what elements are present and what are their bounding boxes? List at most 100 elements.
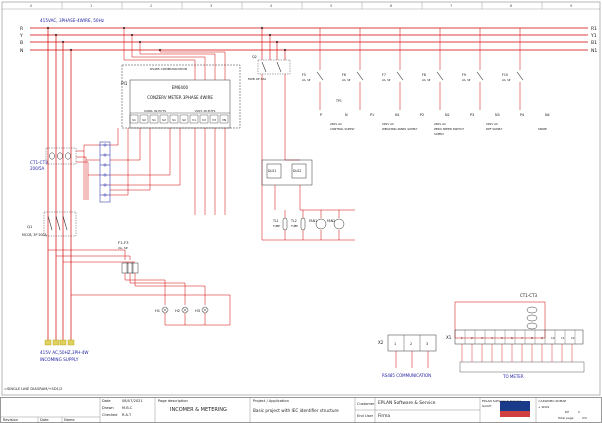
tb-end-user-label: End User — [357, 414, 374, 418]
fan-symbol — [333, 218, 345, 230]
mcb-tag: F5 — [302, 73, 306, 77]
lamp-type: TUBE — [273, 224, 280, 228]
ct-ratio: 200/5A — [30, 166, 45, 171]
mccb-tag: Q1 — [27, 224, 33, 229]
meter-block-pin: 6 — [511, 336, 513, 340]
mcb-contact — [476, 71, 484, 81]
dl2-label: DLS2 — [293, 169, 301, 173]
load-name: CONTROL SUPPLY — [330, 127, 355, 131]
load-name-2: SUPPLY — [434, 132, 444, 136]
meter-block-label: TO METER — [502, 374, 524, 379]
ct-block: CT1-CT3 200/5A — [30, 147, 77, 171]
mcb-rating: 2A, SP — [502, 78, 511, 82]
mccb-rating: MCCB, 3P 200A — [22, 233, 47, 237]
meter-block-pin: 8 — [531, 336, 533, 340]
meter-current-inputs: CURR. IN PUTS — [144, 109, 166, 113]
rs485-pin-3: 3 — [426, 342, 428, 346]
tb-customer-label: Customer — [357, 402, 375, 406]
tb-total: 2/3 — [582, 416, 587, 420]
ct-tag: CT1-CT3 — [30, 160, 48, 165]
bus-label-y: Y — [19, 33, 23, 39]
meter-desc: CONZERV METER 3PHASE 4WIRE — [147, 95, 213, 100]
tb-id-1: =A4WDMC-SDMAP — [538, 399, 567, 403]
column-number: 4 — [270, 4, 273, 8]
mcb-contact — [516, 71, 524, 81]
outgoing-terminal: P1 — [370, 113, 374, 117]
mcb-contact — [316, 71, 324, 81]
meter-block-pin: 7 — [521, 336, 523, 340]
load-name: WEIGHING PANEL SUPPLY — [382, 127, 418, 131]
meter-terminal-label: S2 — [142, 118, 146, 122]
fuses-tag: F1-F3 — [118, 240, 129, 245]
tb-checked-value: R.A.T — [122, 413, 132, 417]
tb-page-no: 2 — [578, 410, 580, 414]
tb-id-2: + SD01 — [538, 405, 550, 409]
incoming-line2: INCOMING SUPPLY — [40, 357, 79, 362]
meter-block-pin: 3 — [481, 336, 483, 340]
fan-symbol — [315, 218, 327, 230]
load-voltage: 240V AC — [486, 122, 498, 126]
column-number: 1 — [90, 4, 92, 8]
load-name: SPARE — [538, 127, 547, 131]
title-block: =SINGLE LINE DIAGRAM/+SD1/2 Revision Dat… — [0, 387, 602, 423]
mccb-q1: Q1 MCCB, 3P 200A — [22, 211, 77, 237]
mcb-tag: F10 — [502, 73, 508, 77]
indicator-tag: H3 — [195, 309, 200, 313]
mcb-rating: 2A, SP — [302, 78, 311, 82]
outgoing-terminal: P2 — [420, 113, 424, 117]
meter-block-pin: 11 — [561, 336, 565, 340]
fuses-rating: 2A, SP — [118, 246, 128, 250]
load-voltage: 240V AC — [330, 122, 342, 126]
bus-label-b: B — [20, 40, 23, 46]
tb-company-sub: GmbH — [482, 404, 492, 408]
mcb-rating: 2A, SP — [422, 78, 431, 82]
tb-total-label: Total page — [558, 416, 574, 420]
tb-revision: Revision — [3, 418, 19, 422]
load-voltage: 240V AC — [434, 122, 446, 126]
tb-date-label: Date — [102, 399, 111, 403]
q2-rating: MCB 4P 32A — [248, 77, 267, 81]
bus-label-y1: Y1 — [590, 33, 597, 39]
column-number: 5 — [330, 4, 332, 8]
indicator-tag: H1 — [155, 309, 160, 313]
lamp-tag: FAN1 — [309, 219, 317, 223]
tb-project: Basic project with IEC identifier struct… — [253, 408, 339, 413]
page-ref: =SINGLE LINE DIAGRAM/+SD1/2 — [4, 387, 63, 391]
bus-label-n1: N1 — [591, 48, 597, 54]
mcb-tag: F9 — [462, 73, 466, 77]
q2-tag: Q2 — [252, 55, 257, 59]
meter-block-pin: 10 — [551, 336, 555, 340]
meter-voltage-inputs: VOLT. IN PUTS — [195, 109, 216, 113]
column-number: 6 — [390, 4, 393, 8]
tb-checked-label: Checked — [102, 413, 118, 417]
tb-customer: EPLAN Software & Service — [378, 401, 436, 406]
incoming-line1: 415V AC,50HZ,3PH-4W — [40, 350, 89, 355]
tb-company: EPLAN Software & Service — [482, 399, 522, 403]
mcb-q2: Q2 MCB 4P 32A — [248, 28, 291, 81]
column-number: 3 — [210, 4, 212, 8]
tb-page-desc-label: Page description — [158, 399, 188, 403]
load-name: DPF SUPPLY — [486, 127, 503, 131]
rs485-pin-2: 2 — [410, 342, 412, 346]
meter-terminal-label: V2 — [202, 118, 206, 122]
tb-page-desc: INCOMER & METERING — [170, 407, 227, 413]
outgoing-terminal: P — [320, 113, 322, 117]
mcb-contact — [356, 71, 364, 81]
indicator-tag: H2 — [175, 309, 180, 313]
meter-terminal-label: S1 — [172, 118, 176, 122]
incoming-terminals — [44, 339, 75, 346]
meter-terminal-label: V1 — [192, 118, 196, 122]
tb-drawn-label: Drawn — [102, 406, 114, 410]
column-number: 7 — [450, 4, 452, 8]
meter-comm-label: RS485 COMMUNICATION — [150, 67, 187, 71]
column-number: 2 — [150, 4, 152, 8]
dl-sensors: DLS1 DLS2 — [261, 159, 313, 186]
meter-block-pin: 2 — [471, 336, 473, 340]
meter-block-pin: 1 — [461, 336, 463, 340]
outgoing-terminal: N1 — [395, 113, 400, 117]
meter-terminal-label: S2 — [182, 118, 186, 122]
meter-block-pin: 5 — [501, 336, 503, 340]
